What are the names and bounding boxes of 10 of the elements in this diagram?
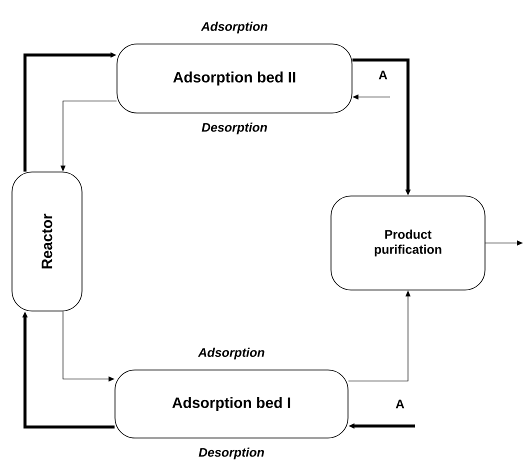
stage-label: Desorption xyxy=(202,122,267,134)
edge-label: A xyxy=(378,70,389,80)
vessel-box: Adsorption bed I xyxy=(114,370,348,438)
stage-label: Desorption xyxy=(198,448,264,460)
vessel-box: Adsorption bed II xyxy=(116,44,352,114)
stage-label: Adsorption xyxy=(200,22,268,34)
process-box: Reactor xyxy=(12,172,82,312)
stage-label: Adsorption xyxy=(198,348,264,360)
edge-label: A xyxy=(394,398,406,410)
process-box: Product purification xyxy=(330,196,486,290)
